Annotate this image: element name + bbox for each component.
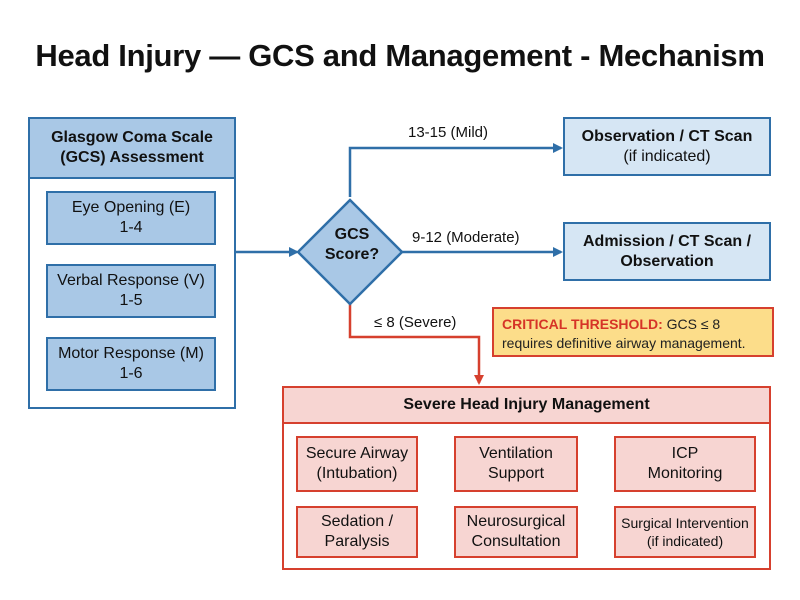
branch-label-severe: ≤ 8 (Severe) [374, 314, 457, 331]
step-line1: Surgical Intervention [621, 515, 749, 531]
step-line2: Monitoring [647, 465, 723, 482]
outcome-mild-line2: (if indicated) [623, 147, 711, 165]
decision-line1: GCS [334, 226, 370, 243]
step-neurosurgical-consultation: Neurosurgical Consultation [454, 506, 578, 558]
gcs-panel-header: Glasgow Coma Scale (GCS) Assessment [30, 119, 234, 179]
step-line1: Ventilation [479, 445, 553, 462]
outcome-moderate-line1: Admission / CT Scan / [582, 232, 752, 250]
step-line2: Paralysis [324, 533, 390, 550]
critical-body: requires definitive airway management. [502, 335, 746, 351]
step-line2: (if indicated) [646, 533, 724, 549]
gcs-item-label: Verbal Response (V) [57, 272, 205, 289]
outcome-observation-box: Observation / CT Scan (if indicated) [563, 117, 771, 176]
gcs-item-motor-response: Motor Response (M) 1-6 [46, 337, 216, 391]
gcs-item-label: Eye Opening (E) [71, 199, 191, 216]
step-ventilation-support: Ventilation Support [454, 436, 578, 492]
arrow-mild-branch [348, 143, 563, 197]
gcs-item-verbal-response: Verbal Response (V) 1-5 [46, 264, 216, 318]
gcs-header-line2: (GCS) Assessment [60, 149, 204, 166]
step-line1: Sedation / [320, 513, 394, 530]
step-secure-airway: Secure Airway (Intubation) [296, 436, 418, 492]
branch-label-moderate: 9-12 (Moderate) [412, 229, 520, 246]
step-line2: Support [487, 465, 545, 482]
page-title: Head Injury — GCS and Management - Mecha… [35, 38, 765, 73]
gcs-item-range: 1-4 [119, 219, 143, 236]
branch-label-mild: 13-15 (Mild) [408, 124, 489, 141]
gcs-item-range: 1-6 [119, 365, 143, 382]
decision-diamond [296, 198, 404, 306]
step-icp-monitoring: ICP Monitoring [614, 436, 756, 492]
critical-threshold-note: CRITICAL THRESHOLD: GCS ≤ 8 requires def… [492, 307, 774, 357]
step-line2: Consultation [471, 533, 561, 550]
critical-head-rest: GCS ≤ 8 [662, 316, 721, 332]
gcs-item-label: Motor Response (M) [58, 345, 204, 362]
step-surgical-intervention: Surgical Intervention (if indicated) [614, 506, 756, 558]
severe-panel-header: Severe Head Injury Management [284, 388, 769, 424]
outcome-mild-line1: Observation / CT Scan [581, 127, 753, 145]
outcome-moderate-line2: Observation [620, 252, 714, 270]
outcome-admission-box: Admission / CT Scan / Observation [563, 222, 771, 281]
arrow-severe-branch [348, 304, 484, 385]
gcs-header-line1: Glasgow Coma Scale [51, 129, 213, 146]
step-sedation-paralysis: Sedation / Paralysis [296, 506, 418, 558]
step-line1: Neurosurgical [466, 513, 566, 530]
gcs-assessment-panel: Glasgow Coma Scale (GCS) Assessment Eye … [28, 117, 236, 409]
decision-line2: Score? [324, 246, 380, 263]
step-line2: (Intubation) [316, 465, 398, 482]
step-line1: Secure Airway [305, 445, 409, 462]
critical-head: CRITICAL THRESHOLD: [502, 316, 663, 332]
step-line1: ICP [671, 445, 699, 462]
gcs-item-range: 1-5 [119, 292, 143, 309]
decision-label: GCS Score? [302, 215, 402, 275]
gcs-item-eye-opening: Eye Opening (E) 1-4 [46, 191, 216, 245]
critical-head-line: CRITICAL THRESHOLD: GCS ≤ 8 [502, 315, 764, 334]
